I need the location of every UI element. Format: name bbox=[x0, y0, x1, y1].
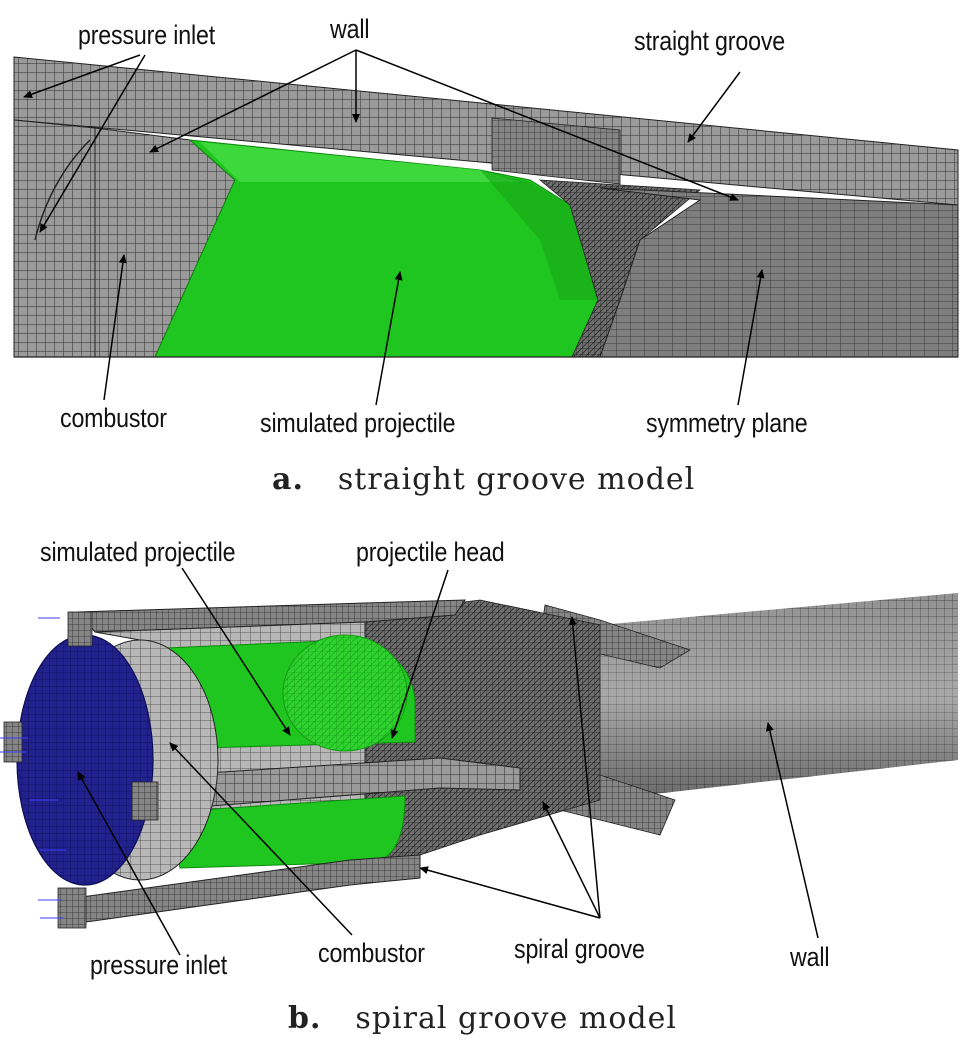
b-inlet-tab-top bbox=[67, 611, 93, 647]
a-label-simulated-projectile: simulated projectile bbox=[260, 408, 456, 438]
a-label-pressure-inlet: pressure inlet bbox=[78, 20, 215, 50]
b-label-pressure-inlet: pressure inlet bbox=[90, 950, 227, 980]
a-wall-denser-section bbox=[491, 117, 621, 185]
panel-a-mesh bbox=[13, 56, 959, 358]
b-caption: b. spiral groove model bbox=[288, 1001, 677, 1036]
b-inlet-tab-left bbox=[3, 721, 23, 763]
b-projectile-head bbox=[282, 634, 408, 752]
panel-b-leaders bbox=[77, 567, 819, 956]
a-label-symmetry-plane: symmetry plane bbox=[646, 408, 808, 438]
panel-b-mesh bbox=[0, 593, 958, 929]
a-label-wall: wall bbox=[330, 14, 370, 44]
b-pressure-inlet-disk bbox=[16, 634, 154, 886]
b-label-combustor: combustor bbox=[318, 938, 425, 968]
a-symmetry-plane bbox=[599, 187, 959, 358]
a-label-combustor: combustor bbox=[60, 403, 167, 433]
panel-a-leaders bbox=[23, 49, 765, 406]
a-inlet-face bbox=[13, 119, 96, 358]
b-label-wall: wall bbox=[790, 942, 830, 972]
b-label-projectile-head: projectile head bbox=[356, 537, 505, 567]
a-caption-text: straight groove model bbox=[337, 462, 696, 497]
b-inlet-flow-arrows bbox=[0, 617, 66, 919]
b-inlet-tab-right bbox=[131, 781, 159, 821]
a-caption-letter: a. bbox=[272, 462, 304, 497]
a-caption: a. straight groove model bbox=[272, 462, 695, 497]
b-label-spiral-groove: spiral groove bbox=[514, 934, 645, 964]
b-caption-text: spiral groove model bbox=[355, 1001, 677, 1036]
b-inlet-tab-bottom bbox=[57, 887, 87, 929]
b-caption-letter: b. bbox=[288, 1001, 322, 1036]
b-label-simulated-projectile: simulated projectile bbox=[40, 537, 236, 567]
a-label-straight-groove: straight groove bbox=[634, 26, 786, 56]
